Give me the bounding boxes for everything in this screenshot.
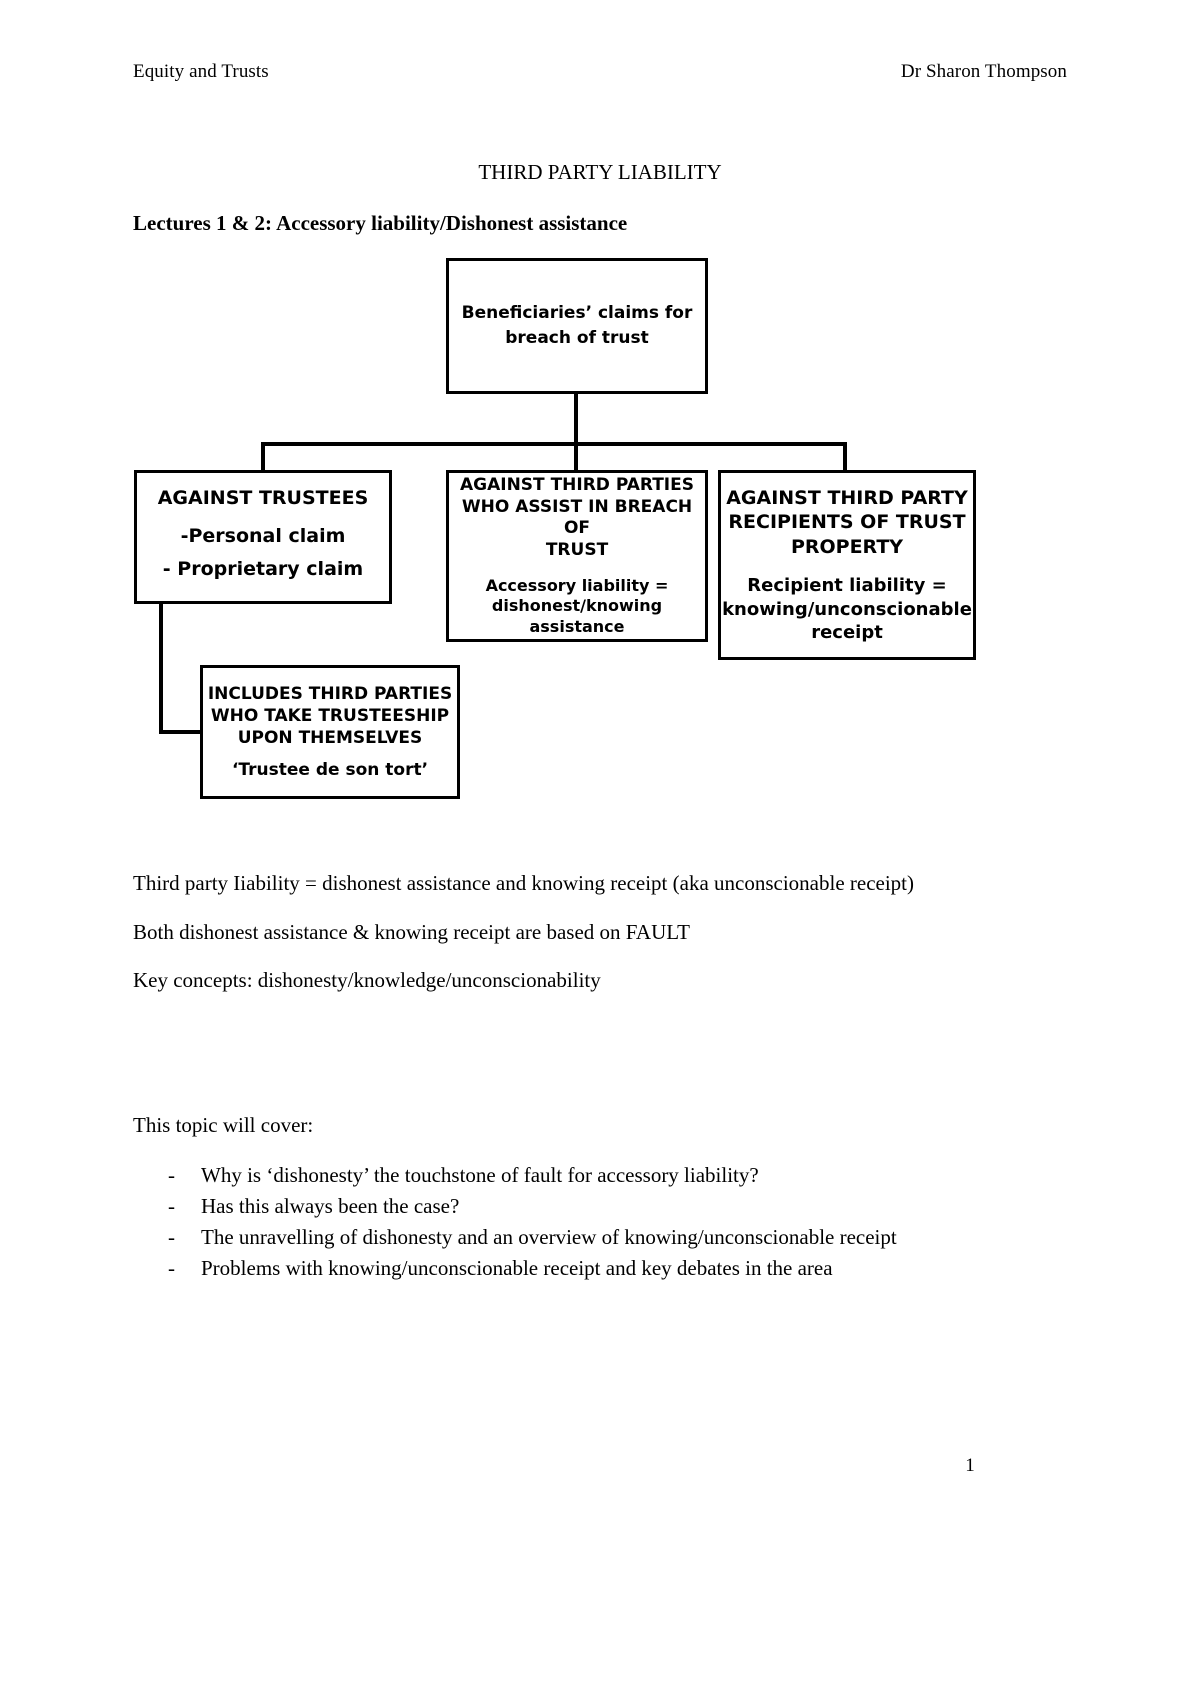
node-trustees-proprietary-claim: - Proprietary claim bbox=[162, 557, 364, 580]
node-recipients-heading-line1: AGAINST THIRD PARTY bbox=[726, 486, 968, 509]
node-assist-sub-line3: assistance bbox=[529, 616, 625, 636]
node-recipients-sub-line1: Recipient liability = bbox=[747, 574, 947, 596]
list-item-text: Why is ‘dishonesty’ the touchstone of fa… bbox=[201, 1163, 759, 1187]
bullet-marker: - bbox=[168, 1163, 175, 1187]
connector-drop-trustees bbox=[261, 442, 265, 472]
connector-trustees-down bbox=[159, 601, 163, 734]
list-item-text: The unravelling of dishonesty and an ove… bbox=[201, 1225, 897, 1250]
node-detort-heading-line2: WHO TAKE TRUSTEESHIP bbox=[210, 705, 450, 726]
list-item: - Why is ‘dishonesty’ the touchstone of … bbox=[168, 1160, 1068, 1191]
topic-coverage-list: - Why is ‘dishonesty’ the touchstone of … bbox=[168, 1160, 1068, 1284]
header-author: Dr Sharon Thompson bbox=[900, 61, 1067, 82]
node-root-line1: Beneficiaries’ claims for bbox=[461, 303, 693, 324]
node-assist-heading-line2: WHO ASSIST IN BREACH OF bbox=[461, 496, 693, 539]
page-number: 1 bbox=[965, 1455, 975, 1476]
lecture-subtitle: Lectures 1 & 2: Accessory liability/Dish… bbox=[133, 211, 628, 235]
list-item: - Has this always been the case? bbox=[168, 1191, 1068, 1222]
bullet-marker: - bbox=[168, 1256, 175, 1281]
bullet-marker: - bbox=[168, 1225, 175, 1250]
node-recipients-heading-line3: PROPERTY bbox=[790, 536, 904, 559]
node-detort-heading-line3: UPON THEMSELVES bbox=[237, 728, 423, 748]
list-item: - Problems with knowing/unconscionable r… bbox=[168, 1253, 1068, 1284]
node-trustee-de-son-tort[interactable]: INCLUDES THIRD PARTIES WHO TAKE TRUSTEES… bbox=[200, 665, 460, 799]
connector-horizontal-bus bbox=[261, 442, 847, 446]
body-paragraph: Third party Iiability = dishonest assist… bbox=[133, 871, 915, 895]
node-trustees-personal-claim: -Personal claim bbox=[180, 524, 346, 547]
connector-root-stem bbox=[574, 394, 578, 446]
node-assist-heading-line3: TRUST bbox=[545, 540, 609, 561]
node-beneficiaries-claims[interactable]: Beneficiaries’ claims for breach of trus… bbox=[446, 258, 708, 394]
node-trustees-heading: AGAINST TRUSTEES bbox=[157, 486, 369, 509]
node-assist-sub-line2: dishonest/knowing bbox=[491, 596, 663, 616]
node-against-third-party-recipients[interactable]: AGAINST THIRD PARTY RECIPIENTS OF TRUST … bbox=[718, 470, 976, 660]
node-root-line2: breach of trust bbox=[505, 328, 649, 348]
body-paragraph: Key concepts: dishonesty/knowledge/uncon… bbox=[133, 968, 601, 992]
node-assist-heading-line1: AGAINST THIRD PARTIES bbox=[459, 474, 694, 495]
node-detort-heading-line1: INCLUDES THIRD PARTIES bbox=[207, 683, 453, 704]
document-header: Equity and Trusts Dr Sharon Thompson bbox=[133, 61, 1067, 83]
page-title: THIRD PARTY LIABILITY bbox=[478, 160, 722, 184]
node-against-trustees[interactable]: AGAINST TRUSTEES -Personal claim - Propr… bbox=[134, 470, 392, 604]
body-paragraph: Both dishonest assistance & knowing rece… bbox=[133, 920, 690, 944]
topic-coverage-lead: This topic will cover: bbox=[133, 1113, 314, 1137]
connector-drop-assist bbox=[574, 442, 578, 472]
list-item-text: Problems with knowing/unconscionable rec… bbox=[201, 1256, 833, 1281]
connector-drop-recipients bbox=[843, 442, 847, 472]
node-recipients-sub-line2: knowing/unconscionable bbox=[722, 598, 972, 620]
list-item: - The unravelling of dishonesty and an o… bbox=[168, 1222, 1068, 1253]
node-recipients-heading-line2: RECIPIENTS OF TRUST bbox=[728, 511, 966, 534]
header-course-title: Equity and Trusts bbox=[133, 61, 269, 82]
node-recipients-sub-line3: receipt bbox=[811, 621, 883, 643]
node-detort-sub-line1: ‘Trustee de son tort’ bbox=[231, 760, 429, 781]
bullet-marker: - bbox=[168, 1194, 175, 1219]
node-assist-sub-line1: Accessory liability = bbox=[485, 575, 669, 595]
node-against-third-parties-assist[interactable]: AGAINST THIRD PARTIES WHO ASSIST IN BREA… bbox=[446, 470, 708, 642]
list-item-text: Has this always been the case? bbox=[201, 1194, 460, 1219]
connector-trustees-across bbox=[159, 730, 204, 734]
